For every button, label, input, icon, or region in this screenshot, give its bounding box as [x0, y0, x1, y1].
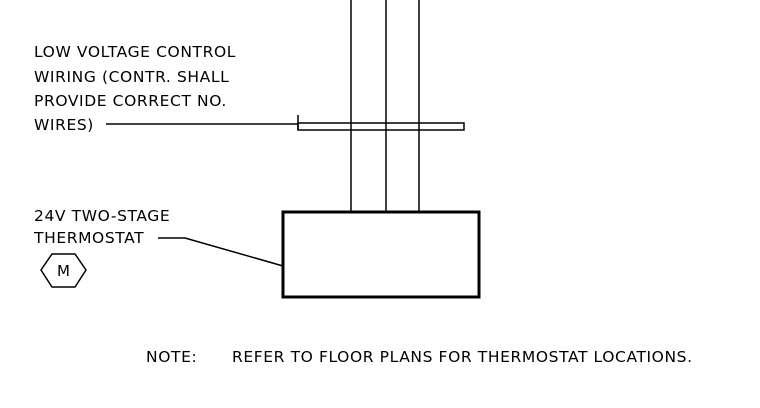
wiring-note-line-4: WIRES) — [34, 116, 94, 134]
wiring-note-line-3: PROVIDE CORRECT NO. — [34, 92, 227, 110]
thermostat-box — [281, 210, 481, 299]
wiring-note-line-1: LOW VOLTAGE CONTROL — [34, 43, 236, 61]
footer-note-label: NOTE: — [146, 348, 197, 366]
wiring-note-line-2: WIRING (CONTR. SHALL — [34, 68, 229, 86]
thermostat-leader — [158, 237, 284, 267]
cable-bundle-bar — [297, 122, 465, 131]
thermostat-label-line-1: 24V TWO-STAGE — [34, 207, 170, 225]
hexagon-icon — [40, 253, 87, 288]
thermostat-label-line-2: THERMOSTAT — [33, 229, 144, 247]
footer-note-text: REFER TO FLOOR PLANS FOR THERMOSTAT LOCA… — [232, 348, 693, 366]
hexagon-symbol-letter: M — [57, 262, 70, 280]
